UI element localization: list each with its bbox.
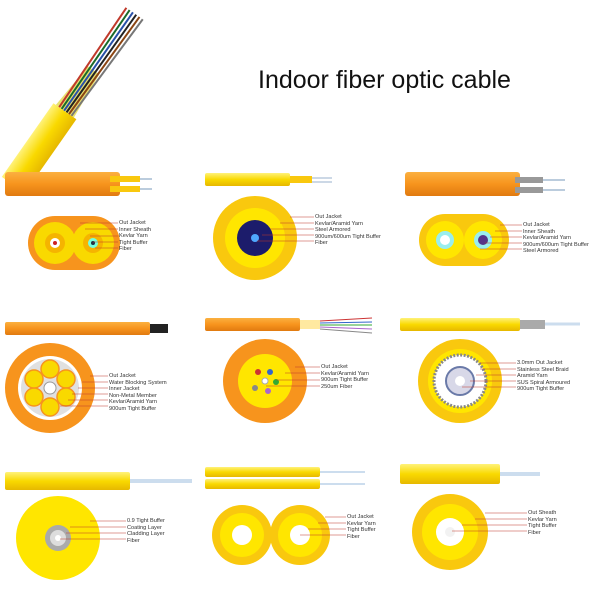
cable-1-diagram xyxy=(5,172,152,270)
label: Non-Metal Member xyxy=(109,392,157,399)
cable-9-diagram xyxy=(400,464,540,570)
label: Steel Armored xyxy=(315,227,351,234)
label: SUS Spiral Armoured xyxy=(517,379,571,386)
label: Coating Layer xyxy=(127,524,162,531)
label: Kevlar/Aramid Yarn xyxy=(109,399,157,406)
label: Fiber xyxy=(528,529,541,536)
label: 900um Tight Buffer xyxy=(321,377,369,384)
label: 3.0mm Out Jacket xyxy=(517,360,563,366)
label: Steel Armored xyxy=(523,248,559,255)
label: Fiber xyxy=(347,533,360,540)
label: Kevlar/Aramid Yarn xyxy=(315,220,363,227)
label: Aramid Yarn xyxy=(517,373,548,380)
label: Fiber xyxy=(127,537,140,544)
page-title: Indoor fiber optic cable xyxy=(258,66,511,94)
label: Kevlar Yarn xyxy=(119,233,148,240)
cable-7-diagram xyxy=(5,472,192,580)
cable-8-diagram xyxy=(205,467,365,565)
cable-3-diagram xyxy=(405,172,565,266)
label: Fiber xyxy=(315,240,328,247)
label: Kevlar Yarn xyxy=(347,520,376,527)
label: Kevlar/Aramid Yarn xyxy=(523,235,571,242)
label: 900um Tight Buffer xyxy=(109,405,157,412)
label: 250um Fiber xyxy=(321,383,353,390)
label: Out Jacket xyxy=(523,222,550,228)
leader-lines xyxy=(60,216,527,540)
label: Inner Jacket xyxy=(109,386,140,393)
label: 900um/600um Tight Buffer xyxy=(523,241,589,248)
label: Tight Buffer xyxy=(528,523,557,530)
label: Tight Buffer xyxy=(347,527,376,534)
label: Out Jacket xyxy=(321,364,348,370)
label: Kevlar/Aramid Yarn xyxy=(321,370,369,377)
label: 900um Tight Buffer xyxy=(517,386,565,393)
label: Out Jacket xyxy=(109,373,136,379)
cable-6-diagram xyxy=(400,318,580,423)
label: Kevlar Yarn xyxy=(528,516,557,523)
label: Stainless Steel Braid xyxy=(517,366,569,373)
cable-4-diagram xyxy=(5,322,168,433)
cable-2-diagram xyxy=(205,173,332,280)
label: 0.9 Tight Buffer xyxy=(127,518,165,524)
label: Out Jacket xyxy=(347,514,374,520)
label: Tight Buffer xyxy=(119,239,148,246)
label: Inner Sheath xyxy=(523,228,556,235)
label: Inner Sheath xyxy=(119,226,152,233)
label: Fiber xyxy=(119,246,132,253)
label: Water Blocking System xyxy=(109,379,167,386)
label: Out Jacket xyxy=(315,214,342,220)
hero-cable-image xyxy=(1,7,144,193)
label: Cladding Layer xyxy=(127,531,165,538)
label: Out Sheath xyxy=(528,510,557,516)
label: 900um/600um Tight Buffer xyxy=(315,233,381,240)
label: Out Jacket xyxy=(119,220,146,226)
cable-5-diagram xyxy=(205,317,373,423)
